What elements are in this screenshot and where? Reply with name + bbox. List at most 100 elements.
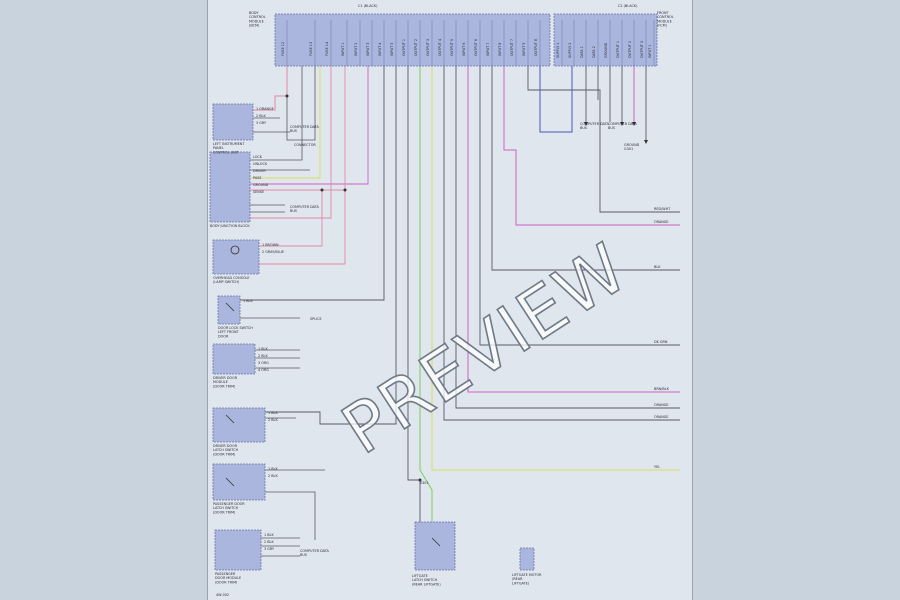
fcm-pin-label: OUTPUT 1 <box>616 41 620 58</box>
liftgate-motor-component <box>519 547 535 571</box>
driver_door-label: MODULE <box>213 380 228 384</box>
cluster-pin: 1 ORANGE <box>256 107 274 111</box>
right-exit-label: RED/WHT <box>654 207 671 211</box>
preview-watermark: PREVIEW <box>329 229 642 471</box>
fcm-module-label: CONTROL <box>657 15 674 19</box>
bcm-connector-label: C1 (BLACK) <box>358 4 378 8</box>
junction-pin: SENSE <box>253 190 264 194</box>
wire-gray-21 <box>443 66 680 421</box>
bcm-pin-label: INPUT 6 <box>462 43 466 56</box>
door_lf-label: LEFT FRONT <box>218 330 240 334</box>
bcm-pin-label: FUSE 14 <box>325 42 329 56</box>
fcm-module-label: MODULE <box>657 19 672 23</box>
bcm-pin-label: OUTPUT 8 <box>534 39 538 56</box>
bcm-pin-label: FUSE 12 <box>281 42 285 56</box>
splice-dot <box>320 188 324 192</box>
door_lf-component <box>217 295 241 325</box>
lamp-label: OVERHEAD CONSOLE <box>213 276 250 280</box>
cluster-label: PANEL <box>213 146 224 150</box>
fcm-pin-label: DATA 1 <box>580 46 584 58</box>
note-data-bus-5: BUS <box>300 553 307 557</box>
door_ajar_r-pin: 1 BLK <box>268 467 278 471</box>
bcm-pin-label: OUTPUT 1 <box>402 39 406 56</box>
junction-pin: UNLOCK <box>253 162 268 166</box>
switch-symbol <box>225 477 235 487</box>
note-data-bus-5: COMPUTER DATA <box>300 549 330 553</box>
bcm-pin-label: OUTPUT 6 <box>474 39 478 56</box>
lamp-symbol <box>230 245 240 255</box>
liftgate-switch-label: (REAR LIFTGATE) <box>412 582 441 586</box>
wire-gray-20 <box>407 66 421 522</box>
wires-layer <box>240 66 680 557</box>
wire-purple-3 <box>503 66 680 226</box>
fcm-pin-label: OUTPUT 2 <box>628 41 632 58</box>
driver_door-label: (DOOR TRIM) <box>213 384 236 388</box>
wire-gray-3 <box>286 66 316 141</box>
bcm-pin-label: INPUT 3 <box>366 43 370 56</box>
driver_door-pin: 2 BLK <box>258 354 268 358</box>
liftgate-motor-label: LIFTGATE MOTOR <box>512 573 542 577</box>
junction-component <box>209 151 251 223</box>
splice-label: S301 <box>420 481 429 485</box>
components-layer <box>209 13 658 571</box>
door_ajar_l-label: LATCH SWITCH <box>213 448 239 452</box>
fcm-pin-label: INPUT 1 <box>648 45 652 58</box>
right-exit-label: ORANGE <box>654 220 669 224</box>
door_ajar_r-label: LATCH SWITCH <box>213 506 239 510</box>
switch-symbol <box>225 302 235 312</box>
bcm-module-label: BODY <box>249 11 259 15</box>
door_ajar_r-component <box>212 463 266 501</box>
bcm-pin-label: INPUT 1 <box>341 43 345 56</box>
wire-purple-2 <box>467 66 680 393</box>
note-data-bus-4: BUS <box>290 209 297 213</box>
pass_module-label: PASSENGER <box>215 572 236 576</box>
bcm-pin-label: OUTPUT 2 <box>414 39 418 56</box>
note-data-bus: BUS <box>580 126 587 130</box>
lamp-component <box>212 239 260 275</box>
cluster-pin: 3 GRY <box>256 121 267 125</box>
wire-gray-23 <box>479 66 680 346</box>
door_ajar_l-component <box>212 407 266 443</box>
fcm-pin-label: SUPPLY 1 <box>556 43 560 58</box>
junction-pin: DRIVER <box>253 169 266 173</box>
wire-pink-4 <box>259 190 323 247</box>
liftgate-switch-component <box>414 521 456 571</box>
bcm-pin-label: INPUT 7 <box>486 43 490 56</box>
bcm-pin-label: INPUT 9 <box>522 43 526 56</box>
door_ajar_l-pin: 1 BLK <box>268 411 278 415</box>
bcm-pin-label: OUTPUT 5 <box>450 39 454 56</box>
wire-green-1 <box>419 66 433 522</box>
lamp-pin: 1 BROWN <box>262 243 279 247</box>
bcm-pin-label: OUTPUT 7 <box>510 39 514 56</box>
door_lf-label: DOOR <box>218 334 229 338</box>
note-connector: CONNECTOR <box>294 143 316 147</box>
right-exit-label: YEL <box>654 465 660 469</box>
junction-pin: LOCK <box>253 155 263 159</box>
door_lf-pin: 1 BLK <box>243 299 253 303</box>
note-data-bus-3: COMPUTER DATA <box>290 125 320 129</box>
lamp-pin: 2 GRAY/BLUE <box>262 250 284 254</box>
wire-purple-1 <box>250 66 369 185</box>
wire-pink-1 <box>253 66 288 111</box>
right-exit-label: ORANGE <box>654 403 669 407</box>
bcm-pin-label: INPUT 5 <box>390 43 394 56</box>
wire-gray-22 <box>455 66 680 409</box>
bcm-module-label: (BCM) <box>249 24 260 28</box>
bcm-module-label: MODULE <box>249 19 264 23</box>
door_ajar_l-pin: 2 BLK <box>268 418 278 422</box>
wire-gray-4 <box>250 66 303 161</box>
wire-pink-5 <box>259 190 346 265</box>
splice-dot <box>343 188 347 192</box>
wire-pink-3 <box>250 66 332 219</box>
note-data-bus: COMPUTER DATA <box>580 122 610 126</box>
junction-pin: PASS <box>253 176 261 180</box>
bcm-pin-label: OUTPUT 4 <box>438 39 442 56</box>
bcm-pin-label: INPUT 8 <box>498 43 502 56</box>
lamp-label: (LAMP SWITCH) <box>213 280 240 284</box>
wire-gray-13 <box>265 66 397 425</box>
right-exit-label: DK GRN <box>654 340 668 344</box>
fcm-pin-label: DATA 2 <box>592 46 596 58</box>
